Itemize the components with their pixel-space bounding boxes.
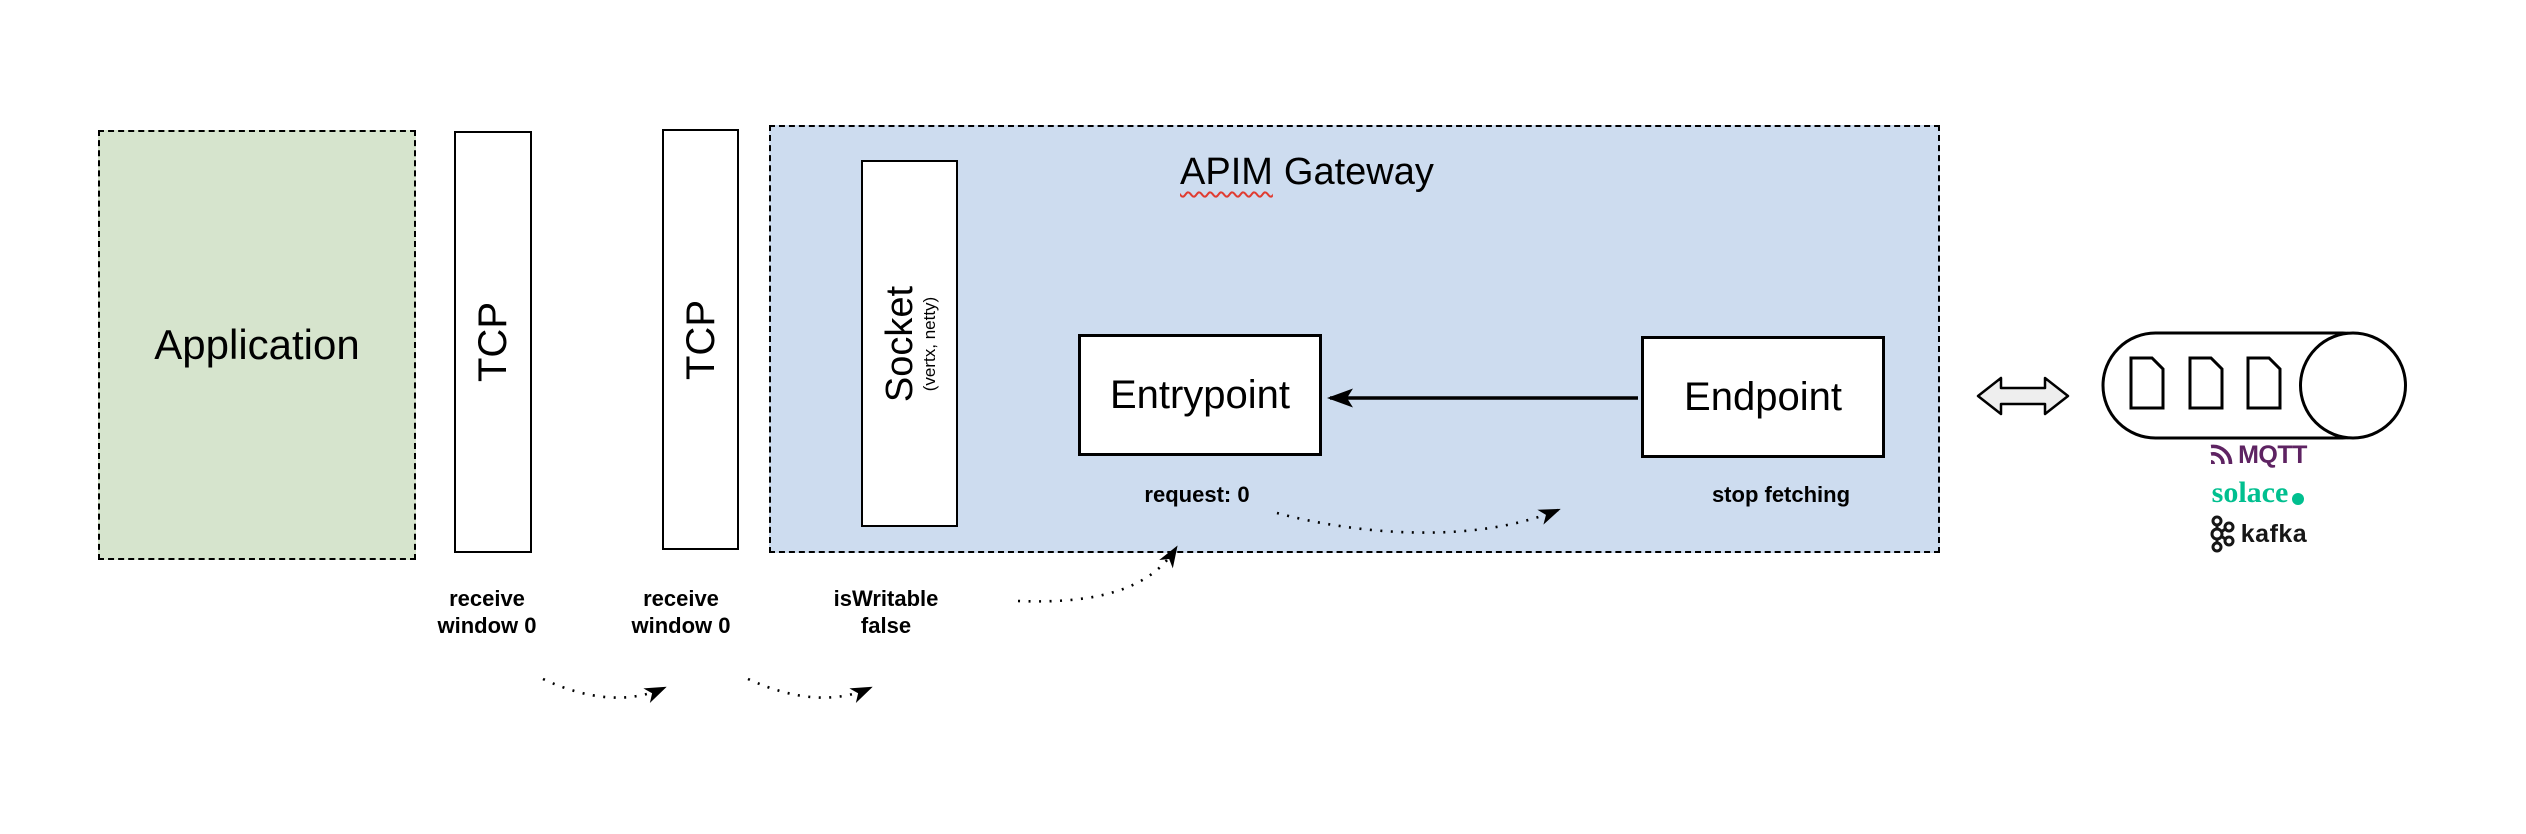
tcp-right-node: TCP <box>662 129 739 550</box>
solace-logo: solace <box>2158 476 2358 509</box>
receive-window-left-line1: receive <box>449 586 525 611</box>
request-annotation: request: 0 <box>1144 482 1250 507</box>
solace-dot-icon <box>2292 493 2305 505</box>
is-writable-line2: false <box>860 613 912 638</box>
dotted-arrow-receive-to-iswritable <box>747 677 873 703</box>
message-queue-icon <box>2101 331 2407 440</box>
receive-window-left-annotation: receive window 0 <box>387 585 587 639</box>
dotted-arrow-receive-left-to-right <box>542 677 667 703</box>
is-writable-line1: isWritable <box>833 586 939 611</box>
mqtt-label: MQTT <box>2238 440 2307 469</box>
message-icon <box>2129 356 2165 410</box>
solace-label: solace <box>2211 476 2289 509</box>
receive-window-right-line1: receive <box>643 586 719 611</box>
message-icon <box>2246 356 2282 410</box>
is-writable-annotation: isWritable false <box>786 585 986 639</box>
application-node: Application <box>98 130 416 560</box>
apim-gateway-title-rest: Gateway <box>1283 151 1434 193</box>
entrypoint-node: Entrypoint <box>1078 334 1322 456</box>
socket-node: Socket (vertx, netty) <box>861 160 958 527</box>
apim-gateway-title: APIM Gateway <box>1180 151 1434 194</box>
left-right-arrow-icon <box>1976 376 2070 416</box>
mqtt-logo: MQTT <box>2158 441 2358 469</box>
dotted-arrow-iswritable-to-request <box>1017 545 1178 603</box>
queue-head-circle <box>2299 331 2407 440</box>
endpoint-label: Endpoint <box>1684 374 1842 419</box>
endpoint-node: Endpoint <box>1641 336 1885 458</box>
receive-window-right-line2: window 0 <box>631 613 731 638</box>
kafka-logo: kafka <box>2158 514 2358 554</box>
mqtt-signal-icon <box>2210 444 2233 465</box>
apim-gateway-title-word: APIM <box>1180 151 1273 193</box>
tcp-left-node: TCP <box>454 131 532 553</box>
stop-fetching-annotation: stop fetching <box>1711 482 1851 507</box>
receive-window-right-annotation: receive window 0 <box>581 585 781 639</box>
kafka-logo-icon <box>2210 515 2235 553</box>
entrypoint-label: Entrypoint <box>1109 372 1291 417</box>
kafka-label: kafka <box>2240 519 2308 548</box>
application-label: Application <box>154 321 360 368</box>
message-icon <box>2188 356 2224 410</box>
receive-window-left-line2: window 0 <box>437 613 537 638</box>
dotted-arrow-request-to-stop-fetching <box>1276 508 1561 534</box>
